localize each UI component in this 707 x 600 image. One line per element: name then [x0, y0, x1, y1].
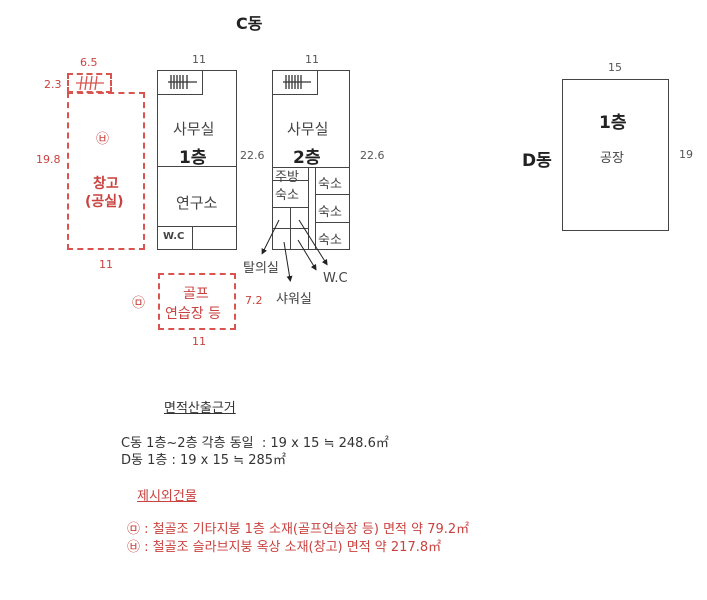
d-width: 15 [608, 61, 622, 74]
c-floor2-dorm-right-3 [315, 222, 350, 250]
callout-wc: W.C [323, 271, 348, 286]
c-floor1-office: 사무실 [173, 120, 215, 138]
c-floor1-stair-box [157, 70, 203, 95]
area-basis-line-c: C동 1층~2층 각층 동일 : 19 x 15 ≒ 248.6㎡ [121, 436, 389, 451]
c-floor2-dorm-right-3-label: 숙소 [318, 233, 342, 248]
c-floor1-width: 11 [192, 53, 206, 66]
c-floor2-dorm-right-1-label: 숙소 [318, 177, 342, 192]
c-floor1-lab: 연구소 [176, 194, 218, 212]
golf-outline [158, 273, 236, 330]
c-floor1-wc: W.C [163, 231, 185, 242]
c-floor2-bath-box-4 [290, 228, 309, 250]
warehouse-top-width: 6.5 [80, 56, 98, 69]
c-floor1-divider [157, 166, 237, 167]
building-c-title: C동 [236, 14, 263, 33]
c-floor2-office: 사무실 [287, 120, 329, 138]
c-floor2-dorm-left: 숙소 [275, 188, 299, 203]
callout-changing-room: 탈의실 [243, 261, 279, 276]
excluded-line-golf: ㉤ : 철골조 기타지붕 1층 소재(골프연습장 등) 면적 약 79.2㎡ [127, 522, 470, 537]
warehouse-name: 창고 [93, 176, 119, 192]
callout-shower-room: 샤워실 [276, 292, 312, 307]
excluded-line-warehouse: ㉥ : 철골조 슬라브지붕 옥상 소재(창고) 면적 약 217.8㎡ [127, 540, 442, 555]
warehouse-top-height: 2.3 [44, 78, 62, 91]
warehouse-status: (공실) [85, 194, 124, 210]
golf-name: 골프 [183, 286, 209, 302]
c-floor1-height: 22.6 [240, 149, 265, 162]
c-floor2-kitchen: 주방 [275, 170, 299, 185]
c-floor2-floor: 2층 [293, 148, 321, 168]
warehouse-outline [67, 92, 145, 250]
area-basis-line-d: D동 1층 : 19 x 15 ≒ 285㎡ [121, 453, 287, 468]
area-basis-heading: 면적산출근거 [164, 401, 236, 416]
c-floor2-width: 11 [305, 53, 319, 66]
d-use: 공장 [600, 151, 624, 166]
golf-width: 11 [192, 335, 206, 348]
c-floor1-floor: 1층 [179, 148, 207, 168]
c-floor2-stair-box [272, 70, 318, 95]
d-outline [562, 79, 669, 231]
golf-height: 7.2 [245, 294, 263, 307]
c-floor2-height-right: 22.6 [360, 149, 385, 162]
building-d-title: D동 [522, 151, 552, 171]
excluded-heading: 제시외건물 [137, 489, 197, 504]
c-floor2-dorm-right-2-label: 숙소 [318, 205, 342, 220]
d-floor: 1층 [599, 113, 627, 133]
warehouse-marker: ㉥ [96, 132, 110, 147]
c-floor2-divider [272, 167, 350, 168]
warehouse-width: 11 [99, 258, 113, 271]
golf-name-2: 연습장 등 [165, 306, 221, 322]
warehouse-height: 19.8 [36, 153, 61, 166]
golf-marker: ㉤ [132, 296, 146, 311]
c-floor1-wc-box [157, 226, 193, 250]
d-height: 19 [679, 148, 693, 161]
stair-icon [168, 75, 311, 89]
